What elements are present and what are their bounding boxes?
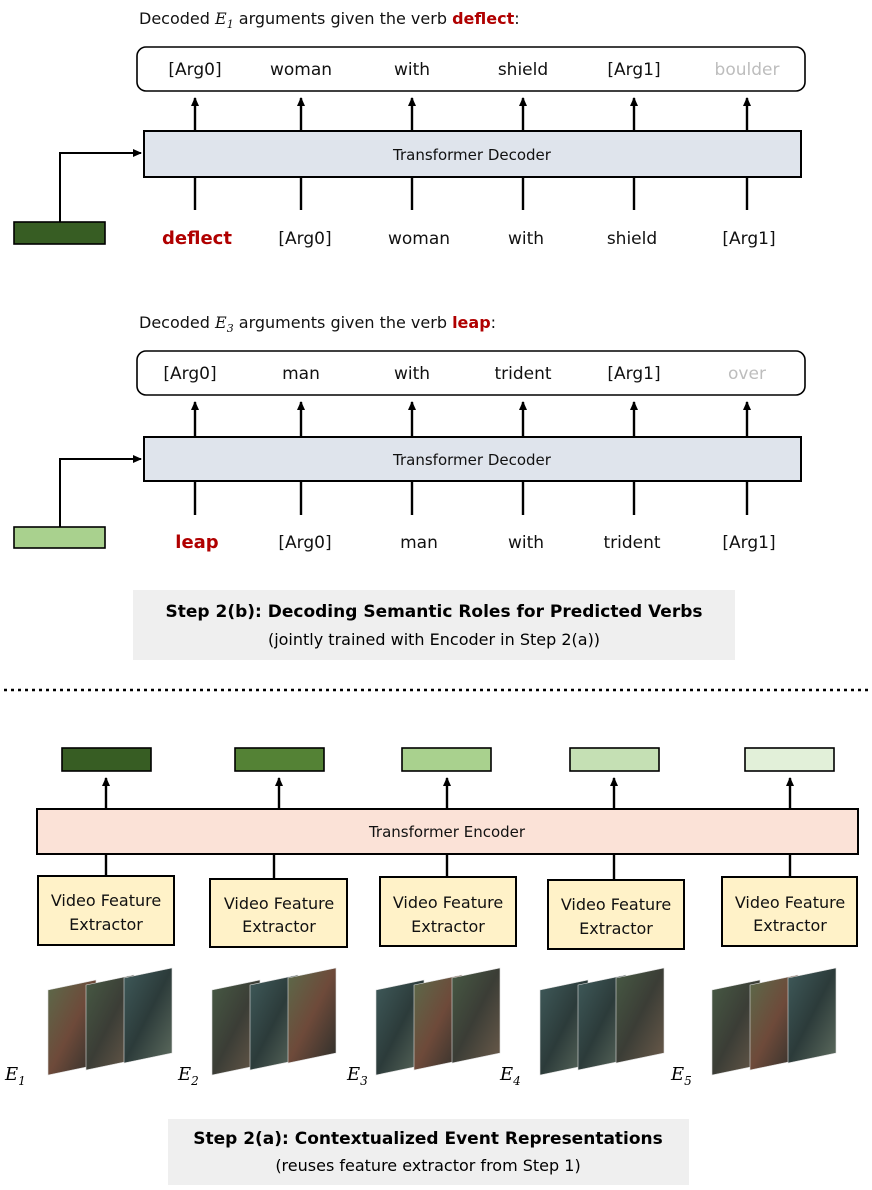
input-token: with <box>508 229 544 249</box>
svg-text:Extractor: Extractor <box>753 916 827 935</box>
svg-text:Extractor: Extractor <box>242 917 316 936</box>
decoder-block-2: Decoded E3 arguments given the verb leap… <box>13 313 806 553</box>
input-token: woman <box>388 229 450 249</box>
input-verb-token: deflect <box>162 228 232 249</box>
decoder-1-heading: Decoded E1 arguments given the verb defl… <box>139 9 520 31</box>
step-2b-title: Step 2(b): Decoding Semantic Roles for P… <box>166 602 703 622</box>
video-feature-extractors: Video Feature Extractor Video Feature Ex… <box>37 875 858 950</box>
video-clip-e3 <box>375 967 501 1076</box>
event-embedding-e3-input <box>13 526 106 549</box>
decoder-2-output-tokens: [Arg0] man with trident [Arg1] over <box>163 364 766 384</box>
input-token: [Arg0] <box>278 533 331 553</box>
transformer-decoder-2-label: Transformer Decoder <box>392 451 552 469</box>
extractor-lines <box>104 854 792 880</box>
transformer-decoder-2 <box>143 436 802 482</box>
decoder-1-output-arrows <box>191 97 751 130</box>
embedding-to-decoder-2-arrow <box>59 455 142 527</box>
transformer-decoder-1 <box>143 130 802 178</box>
encoder-output-arrows <box>102 777 794 808</box>
output-token: trident <box>494 364 551 384</box>
step-2b-caption-bg <box>133 590 735 660</box>
decoder-1-output-tokens: [Arg0] woman with shield [Arg1] boulder <box>168 60 779 80</box>
output-token: [Arg1] <box>607 60 660 80</box>
transformer-decoder-1-label: Transformer Decoder <box>392 146 552 164</box>
svg-text:Extractor: Extractor <box>411 917 485 936</box>
input-verb-token: leap <box>175 532 219 553</box>
input-token: [Arg0] <box>278 229 331 249</box>
video-feature-extractor-3: Video Feature Extractor <box>379 876 517 947</box>
decoder-2-output-box <box>136 350 806 396</box>
event-embedding-e5 <box>744 747 835 772</box>
step-2a-caption: Step 2(a): Contextualized Event Represen… <box>168 1119 689 1185</box>
decoder-2-input-lines <box>193 481 749 515</box>
decoder-2-heading: Decoded E3 arguments given the verb leap… <box>139 313 496 335</box>
video-clip-e5 <box>711 967 837 1076</box>
decoder-2-input-tokens: leap [Arg0] man with trident [Arg1] <box>175 532 775 553</box>
event-label-e1: E1 <box>4 1064 26 1088</box>
event-label-e4: E4 <box>499 1064 521 1088</box>
event-label-e2: E2 <box>177 1064 199 1088</box>
input-token: [Arg1] <box>722 533 775 553</box>
svg-text:Video Feature: Video Feature <box>224 894 334 913</box>
video-feature-extractor-5: Video Feature Extractor <box>721 876 858 947</box>
embedding-to-decoder-1-arrow <box>59 149 142 222</box>
step-2b-caption: Step 2(b): Decoding Semantic Roles for P… <box>133 590 735 660</box>
output-token: [Arg1] <box>607 364 660 384</box>
step-2b-subtitle: (jointly trained with Encoder in Step 2(… <box>268 630 600 649</box>
svg-text:Video Feature: Video Feature <box>735 893 845 912</box>
video-feature-extractor-2: Video Feature Extractor <box>209 878 348 948</box>
input-token: with <box>508 533 544 553</box>
transformer-encoder <box>36 808 859 855</box>
step-2a-caption-bg <box>168 1119 689 1185</box>
event-embedding-e3 <box>401 747 492 772</box>
event-label-e5: E5 <box>670 1064 692 1088</box>
decoder-2-output-arrows <box>191 401 751 436</box>
input-token: [Arg1] <box>722 229 775 249</box>
output-token-next: over <box>728 364 766 384</box>
decoder-1-input-lines <box>193 177 749 210</box>
decoder-1-output-box <box>136 46 806 92</box>
svg-text:Extractor: Extractor <box>579 919 653 938</box>
event-embedding-e4 <box>569 747 660 772</box>
step-2a-subtitle: (reuses feature extractor from Step 1) <box>275 1156 580 1175</box>
output-token: [Arg0] <box>163 364 216 384</box>
output-token: man <box>282 364 320 384</box>
svg-text:Video Feature: Video Feature <box>51 891 161 910</box>
video-clip-e4 <box>539 967 665 1076</box>
transformer-encoder-label: Transformer Encoder <box>368 823 526 841</box>
svg-text:Video Feature: Video Feature <box>561 895 671 914</box>
svg-text:Video Feature: Video Feature <box>393 893 503 912</box>
output-token-next: boulder <box>715 60 780 80</box>
decoder-block-1: Decoded E1 arguments given the verb defl… <box>13 9 806 249</box>
video-feature-extractor-1: Video Feature Extractor <box>37 875 175 946</box>
output-token: woman <box>270 60 332 80</box>
event-embedding-e1-input <box>13 221 106 245</box>
video-clips <box>47 967 837 1076</box>
input-token: man <box>400 533 438 553</box>
event-embeddings <box>61 747 835 772</box>
output-token: shield <box>498 60 548 80</box>
event-labels: E1 E2 E3 E4 E5 <box>4 1064 692 1088</box>
event-embedding-e2 <box>234 747 325 772</box>
event-label-e3: E3 <box>346 1064 368 1088</box>
output-token: with <box>394 60 430 80</box>
event-embedding-e1 <box>61 747 152 772</box>
input-token: trident <box>603 533 660 553</box>
output-token: [Arg0] <box>168 60 221 80</box>
input-token: shield <box>607 229 657 249</box>
video-clip-e1 <box>47 967 173 1076</box>
step-2a-title: Step 2(a): Contextualized Event Represen… <box>193 1129 663 1149</box>
video-feature-extractor-4: Video Feature Extractor <box>547 879 685 950</box>
output-token: with <box>394 364 430 384</box>
encoder-block: Transformer Encoder Video Feature Extrac… <box>4 747 859 1088</box>
video-clip-e2 <box>211 967 337 1076</box>
decoder-1-input-tokens: deflect [Arg0] woman with shield [Arg1] <box>162 228 776 249</box>
svg-text:Extractor: Extractor <box>69 915 143 934</box>
